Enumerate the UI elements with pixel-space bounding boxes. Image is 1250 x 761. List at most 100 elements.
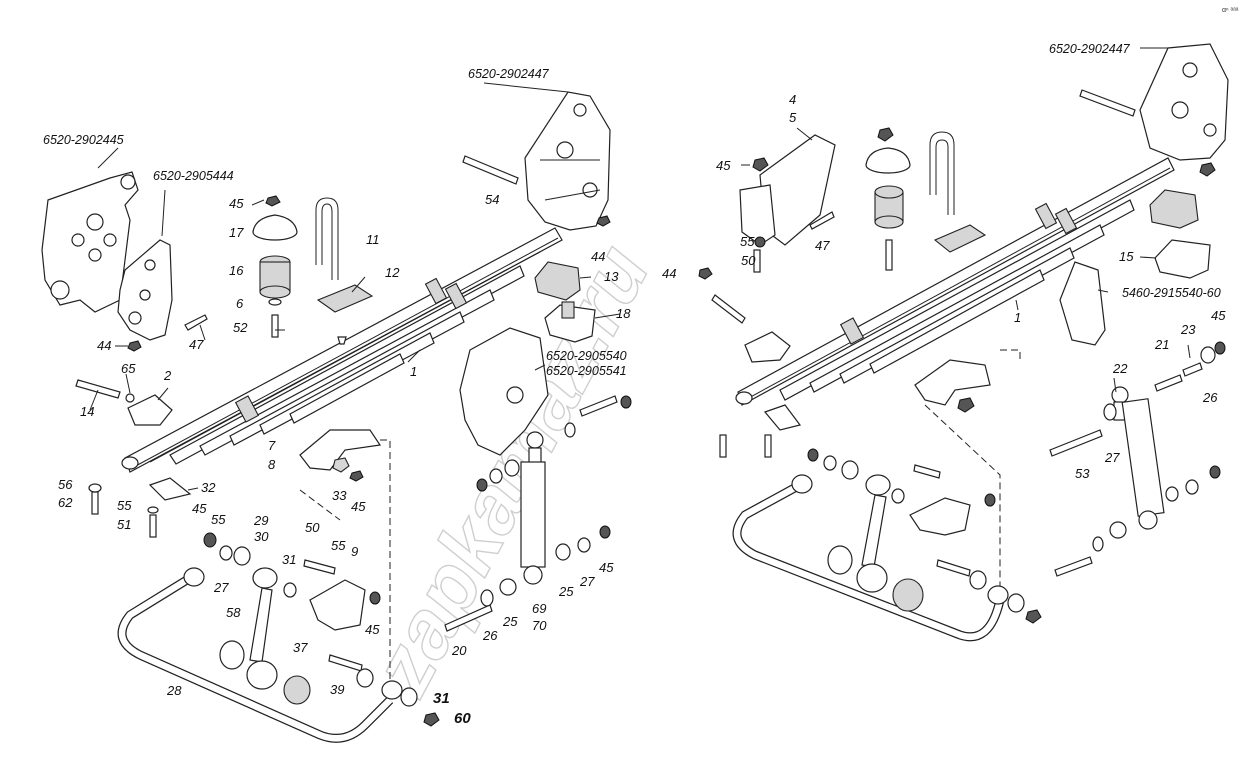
label-14: 14 [80,404,94,419]
label-45c: 45 [192,501,207,516]
nut-60 [423,712,440,727]
pad-top [1149,189,1199,229]
label-45b: 45 [351,499,366,514]
label-26-right: 26 [1202,390,1218,405]
label-6520-2902447-right: 6520-2902447 [1049,42,1131,56]
label-27: 27 [213,580,229,595]
bracket-5460 [1059,261,1106,346]
label-45: 45 [229,196,244,211]
bolt-51 [149,514,157,538]
bolt-54 [462,155,519,185]
nut [877,127,894,142]
label-6520-2902445: 6520-2902445 [43,133,124,147]
shock-absorber-69-70 [520,431,546,585]
label-13: 13 [604,269,619,284]
label-6520-2902447-left: 6520-2902447 [468,67,550,81]
bracket-9 [309,579,366,631]
label-69: 69 [532,601,546,616]
label-16: 16 [229,263,244,278]
bolt-62 [91,491,99,515]
label-5: 5 [789,110,797,125]
bushing-25 [499,578,517,596]
label-20: 20 [451,643,467,658]
rubber-buffer-left [252,195,298,338]
label-7: 7 [268,438,276,453]
label-44b: 44 [97,338,111,353]
washer-31b [400,687,418,707]
link-7 [299,429,382,471]
label-17: 17 [229,225,244,240]
nut-44 [127,340,142,352]
bushing-37 [283,675,311,705]
guide-line [299,439,391,680]
label-25b: 25 [558,584,574,599]
label-58: 58 [226,605,241,620]
mid-bracket-2905540 [459,327,549,456]
label-53: 53 [1075,466,1090,481]
nut [1199,162,1216,177]
label-55-right: 55 [740,234,755,249]
label-6: 6 [236,296,244,311]
leader-lines-right [741,47,1191,393]
shock-absorber-right [1111,386,1165,530]
label-12: 12 [385,265,400,280]
label-39: 39 [330,682,344,697]
label-28: 28 [166,683,182,698]
bolt-53 [1049,429,1103,457]
bolt-50 [303,559,336,575]
pin-14 [75,379,121,399]
label-6520-2905541: 6520-2905541 [546,364,627,378]
ring-58 [219,640,245,670]
label-44-right: 44 [662,266,676,281]
label-70: 70 [532,618,547,633]
label-60: 60 [454,710,471,727]
link-right [856,474,891,593]
label-27-right: 27 [1104,450,1120,465]
label-11: 11 [366,232,380,247]
label-37: 37 [293,640,308,655]
washer [564,422,576,438]
u-bolt-11 [315,197,339,280]
pad-15 [1154,239,1211,279]
label-29: 29 [253,513,268,528]
bushing [233,546,251,566]
label-23: 23 [1180,322,1196,337]
label-25: 25 [502,614,518,629]
label-26: 26 [482,628,498,643]
washer-26 [480,589,494,607]
label-55b: 55 [211,512,226,527]
label-6520-2905540: 6520-2905540 [546,349,627,363]
label-1-right: 1 [1014,310,1021,325]
label-62: 62 [58,495,73,510]
label-1: 1 [410,364,417,379]
rear-bracket-right [1139,43,1229,161]
label-52: 52 [233,320,248,335]
label-2: 2 [163,368,172,383]
washer-27 [219,545,233,561]
label-31: 31 [282,552,296,567]
nut-33 [332,457,350,473]
pad-13 [534,261,581,301]
label-54: 54 [485,192,499,207]
nut-45 [349,470,364,482]
label-8: 8 [268,457,276,472]
label-6520-2905444: 6520-2905444 [153,169,234,183]
guide-line-right [924,349,1021,590]
label-56: 56 [58,477,73,492]
label-45-right: 45 [716,158,731,173]
nut [596,215,611,227]
label-15: 15 [1119,249,1134,264]
label-9: 9 [351,544,358,559]
label-45d: 45 [365,622,380,637]
label-55: 55 [117,498,132,513]
label-18: 18 [616,306,631,321]
spring-eye-right [744,331,791,363]
label-45b-right: 45 [1211,308,1226,323]
label-65: 65 [121,361,136,376]
label-45e: 45 [599,560,614,575]
pin-20 [444,604,493,632]
label-30: 30 [254,529,269,544]
label-22: 22 [1112,361,1128,376]
